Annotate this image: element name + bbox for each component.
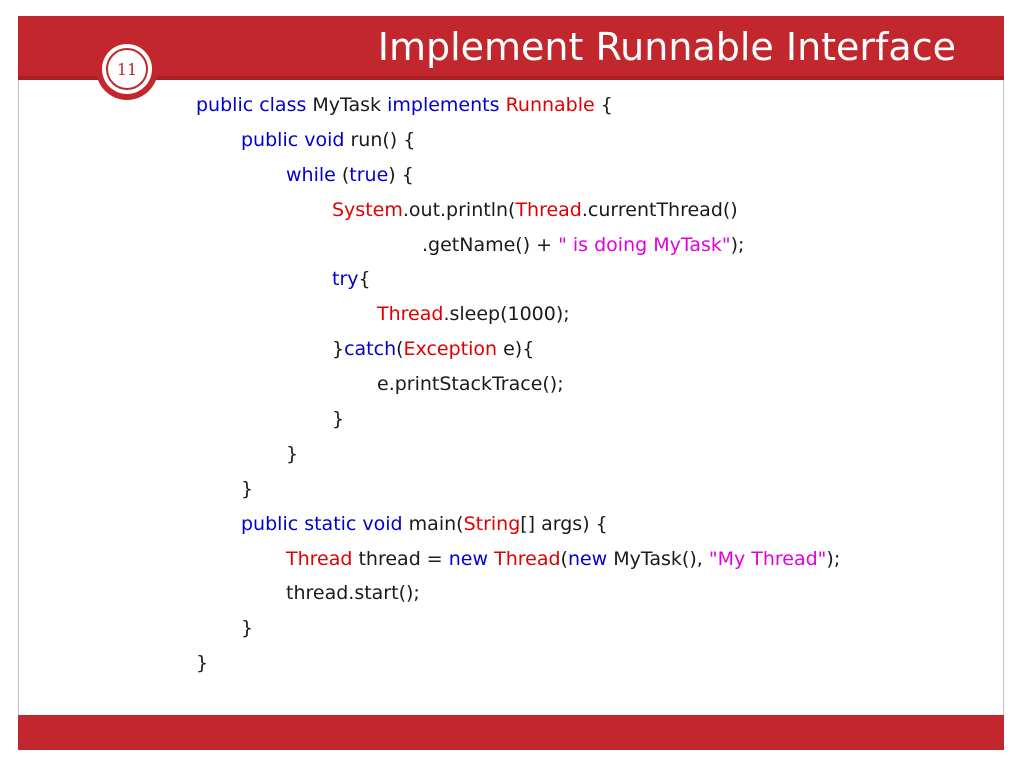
code-text: MyTask(), <box>607 547 709 570</box>
code-text: } <box>196 652 209 675</box>
code-keyword: catch <box>344 338 397 361</box>
code-text: ( <box>560 547 568 570</box>
code-text: .sleep(1000); <box>443 303 570 326</box>
code-text: } <box>332 338 345 361</box>
code-text: } <box>332 408 345 431</box>
code-string: " is doing MyTask" <box>558 233 731 256</box>
code-line: System.out.println(Thread.currentThread(… <box>196 193 986 228</box>
code-keyword: new <box>448 547 489 570</box>
code-line: .getName() + " is doing MyTask"); <box>196 228 986 263</box>
code-text: } <box>286 442 299 465</box>
code-type: Thread <box>286 547 353 570</box>
code-text: .out.println( <box>402 198 516 221</box>
code-text: MyTask <box>306 94 388 116</box>
code-text: ); <box>730 233 745 256</box>
code-type: Runnable <box>505 94 595 116</box>
code-keyword: new <box>567 547 608 570</box>
code-text: ( <box>396 338 404 361</box>
slide-frame <box>18 16 1004 750</box>
code-text: e.printStackTrace(); <box>377 373 564 396</box>
slide-number-badge-ring: 11 <box>106 48 148 90</box>
code-text: ); <box>826 547 841 570</box>
code-keyword: implements <box>387 94 500 116</box>
code-text: .currentThread() <box>581 198 738 221</box>
code-line: public static void main(String[] args) { <box>196 507 986 542</box>
code-line: thread.start(); <box>196 576 986 611</box>
code-keyword: public void <box>241 128 345 151</box>
code-text: thread.start(); <box>286 582 420 605</box>
code-line: public void run() { <box>196 123 986 158</box>
code-text: thread = <box>352 547 449 570</box>
code-keyword: try <box>332 268 359 291</box>
code-line: } <box>196 402 986 437</box>
code-line: Thread thread = new Thread(new MyTask(),… <box>196 542 986 577</box>
code-text: run() { <box>344 128 416 151</box>
code-keyword: public class <box>196 94 307 116</box>
code-line: } <box>196 611 986 646</box>
code-text: ) { <box>388 163 414 186</box>
title-bar: Implement Runnable Interface <box>18 16 1004 80</box>
code-line: public class MyTask implements Runnable … <box>196 88 986 123</box>
code-line: while (true) { <box>196 158 986 193</box>
code-text: { <box>594 94 613 116</box>
slide-number-badge: 11 <box>96 38 158 100</box>
code-text: ( <box>335 163 350 186</box>
code-text: .getName() + <box>422 233 559 256</box>
code-type: System <box>332 198 403 221</box>
code-line: } <box>196 437 986 472</box>
code-block: public class MyTask implements Runnable … <box>196 88 986 681</box>
code-text: e){ <box>497 338 535 361</box>
code-line: } <box>196 472 986 507</box>
footer-bar <box>18 715 1004 750</box>
code-type: String <box>463 512 521 535</box>
code-text: } <box>241 617 254 640</box>
code-type: Thread <box>377 303 444 326</box>
code-text: } <box>241 477 254 500</box>
code-type: Thread <box>515 198 582 221</box>
code-string: "My Thread" <box>708 547 827 570</box>
code-keyword: public static void <box>241 512 403 535</box>
slide-title: Implement Runnable Interface <box>377 25 956 69</box>
code-text: main( <box>402 512 464 535</box>
code-line: try{ <box>196 262 986 297</box>
code-text: [] args) { <box>520 512 608 535</box>
code-type: Exception <box>403 338 498 361</box>
slide-number: 11 <box>116 59 138 79</box>
code-line: Thread.sleep(1000); <box>196 297 986 332</box>
code-line: e.printStackTrace(); <box>196 367 986 402</box>
slide-number-badge-inner: 11 <box>102 44 152 94</box>
code-line: } <box>196 646 986 681</box>
code-text: { <box>358 268 371 291</box>
code-keyword: true <box>349 163 389 186</box>
code-keyword: while <box>286 163 336 186</box>
code-line: }catch(Exception e){ <box>196 332 986 367</box>
code-type: Thread <box>494 547 561 570</box>
